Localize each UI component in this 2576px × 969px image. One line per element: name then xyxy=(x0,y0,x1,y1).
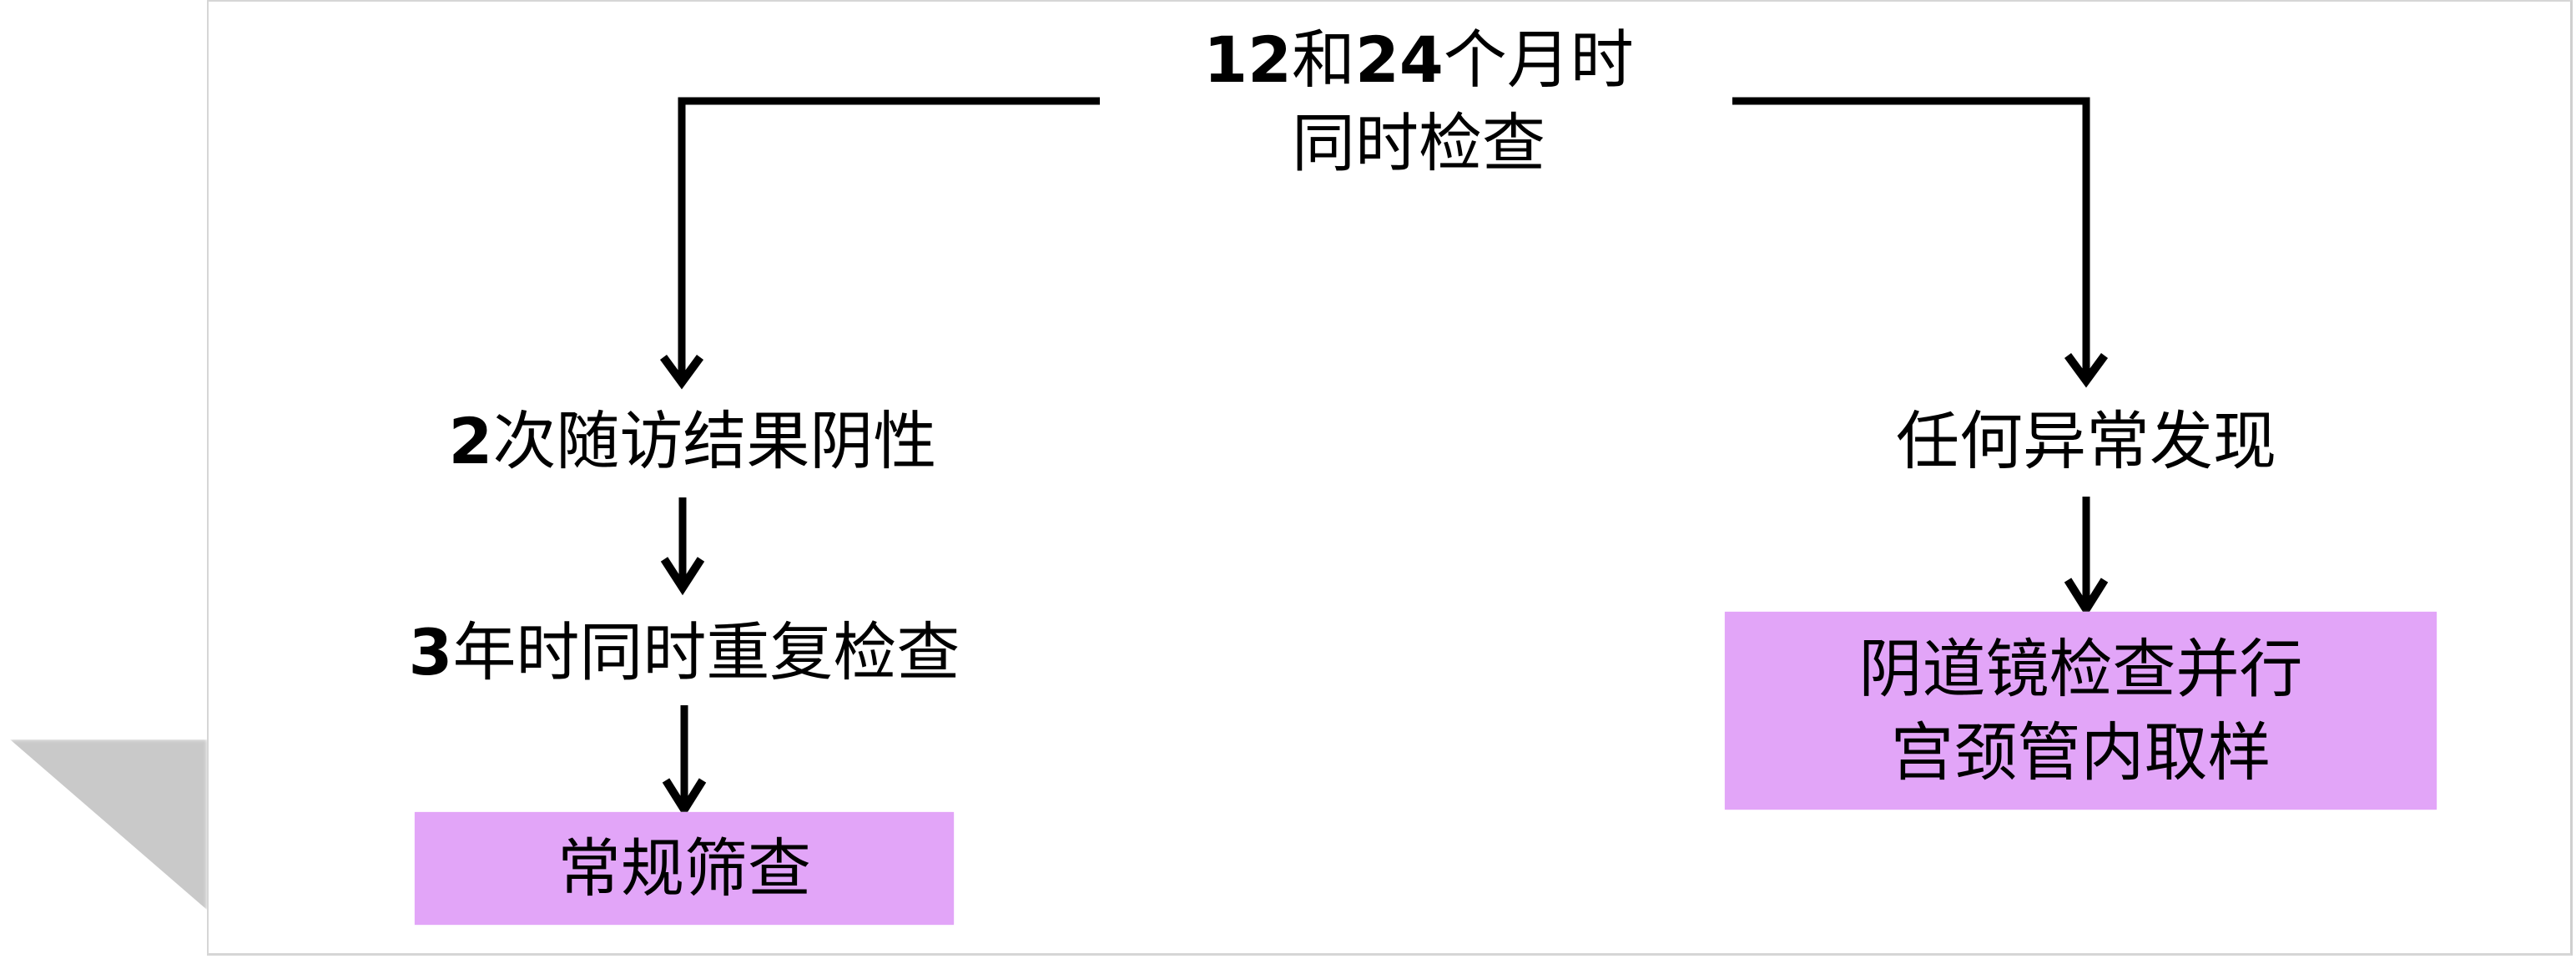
start-num-12: 12 xyxy=(1203,23,1292,97)
start-node-line2: 同时检查 xyxy=(1292,106,1545,180)
right-step1-text: 任何异常发现 xyxy=(1896,404,2276,478)
left-step1-num: 2 xyxy=(448,404,493,478)
left-step2-text: 年时同时重复检查 xyxy=(452,615,960,689)
left-outcome-text: 常规筛查 xyxy=(557,830,811,906)
start-num-24: 24 xyxy=(1355,23,1444,97)
decorative-shadow xyxy=(10,739,207,910)
right-outcome-box: 阴道镜检查并行 宫颈管内取样 xyxy=(1725,612,2437,810)
right-step1-node: 任何异常发现 xyxy=(1827,403,2345,480)
start-text-and: 和 xyxy=(1292,23,1355,97)
start-text-months: 个月时 xyxy=(1443,23,1634,97)
left-step2-num: 3 xyxy=(408,615,453,689)
right-outcome-line2: 宫颈管内取样 xyxy=(1890,714,2271,790)
start-node: 12和24个月时 同时检查 xyxy=(1101,18,1736,185)
left-outcome-box: 常规筛查 xyxy=(415,812,954,925)
left-step1-node: 2次随访结果阴性 xyxy=(367,403,1018,480)
left-step1-text: 次随访结果阴性 xyxy=(492,404,937,478)
right-outcome-line1: 阴道镜检查并行 xyxy=(1858,631,2303,706)
left-step2-node: 3年时同时重复检查 xyxy=(325,614,1043,691)
start-node-line1: 12和24个月时 xyxy=(1101,18,1736,102)
